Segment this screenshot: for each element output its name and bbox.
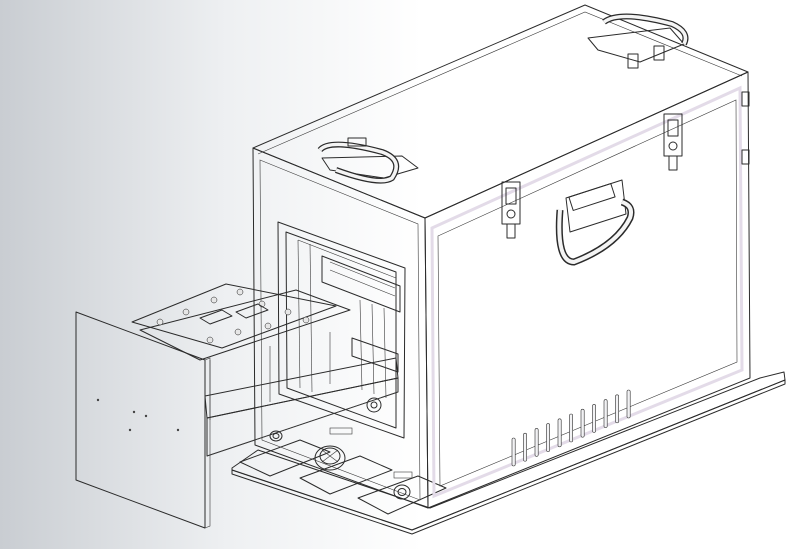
inner-pcb-board [321, 255, 401, 313]
latch-icon [501, 113, 683, 239]
small-connector-icon [269, 430, 283, 442]
case-front-face [252, 147, 429, 509]
inner-bracket [351, 337, 399, 373]
base-plate-edge [231, 379, 786, 535]
knob-icon [314, 445, 346, 471]
drawer-pcb [139, 289, 351, 361]
latch-left [501, 181, 521, 239]
case-body [252, 4, 751, 509]
side-border-frame [430, 85, 744, 499]
vent-slot-icon [615, 394, 620, 424]
base-foot-right [357, 475, 447, 515]
base-plate [231, 371, 786, 535]
side-handle [555, 179, 635, 266]
drawer-front-panel [75, 311, 206, 529]
drawer-assembly [75, 283, 399, 529]
top-rear-handle [587, 13, 689, 69]
side-connector-bottom [741, 149, 750, 165]
side-connector-top [741, 91, 750, 107]
vent-slot-icon [523, 432, 528, 462]
latch-right [663, 113, 683, 171]
knob-label-plate [329, 427, 353, 435]
vent-slot-icon [592, 404, 597, 433]
opening-frame [277, 221, 406, 439]
case-side-face [424, 71, 751, 509]
vent-slot-icon [534, 428, 539, 457]
base-foot-left [239, 439, 331, 477]
switch-label-plate [393, 471, 413, 479]
vent-slot-icon [569, 413, 574, 443]
front-controls [269, 427, 413, 500]
front-opening [277, 221, 406, 439]
switch-icon [393, 484, 411, 500]
drawer-rail [204, 357, 399, 419]
vent-slot-icon [603, 399, 608, 428]
vent-slot-icon [511, 437, 516, 467]
panel-holes [96, 398, 180, 432]
vent-slot-icon [546, 423, 551, 452]
vent-slot-icon [580, 408, 585, 438]
top-front-handle [317, 137, 419, 184]
opening-cavity [285, 231, 397, 429]
vent-slot-icon [557, 418, 562, 448]
handle-icon [317, 13, 689, 266]
tray-socket-b [235, 303, 269, 319]
side-vent-group [511, 389, 631, 467]
base-foot-mid [299, 455, 393, 495]
tray-socket-a [199, 309, 233, 325]
vent-slot-icon [626, 389, 631, 419]
case-top-face [252, 4, 749, 219]
drawer-tray-plate [131, 283, 337, 349]
